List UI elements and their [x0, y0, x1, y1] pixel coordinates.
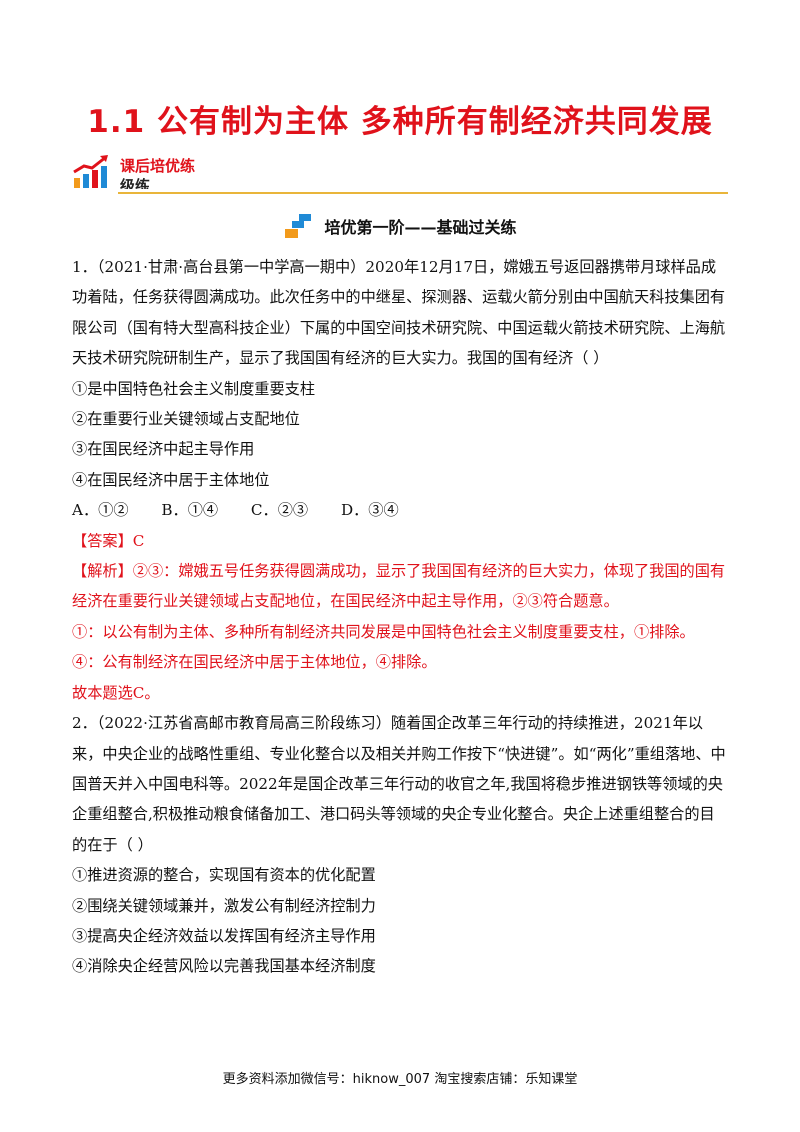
q1-analysis: ④：公有制经济在国民经济中居于主体地位，④排除。 — [72, 653, 437, 672]
section-label-line2: 级练 — [120, 177, 151, 189]
growth-chart-icon — [73, 155, 108, 188]
q1-answer: 【答案】C — [72, 531, 145, 550]
q1-analysis: ①：以公有制为主体、多种所有制经济共同发展是中国特色社会主义制度重要支柱，①排除… — [72, 622, 695, 641]
stairs-icon — [285, 214, 312, 238]
q1-options: A．①② B．①④ C．②③ D．③④ — [72, 495, 728, 525]
section-header: 课后培优练 级练 — [72, 152, 728, 196]
q2-item: ④消除央企经营风险以完善我国基本经济制度 — [72, 957, 376, 976]
q2-stem: 2．（2022·江苏省高邮市教育局高三阶段练习）随着国企改革三年行动的持续推进，… — [72, 714, 726, 854]
section-divider — [118, 192, 728, 194]
stage-heading: 培优第一阶——基础过关练 — [0, 212, 800, 248]
q1-item: ③在国民经济中起主导作用 — [72, 440, 255, 459]
section-label: 课后培优练 级练 — [120, 156, 230, 189]
q2-item: ③提高央企经济效益以发挥国有经济主导作用 — [72, 926, 376, 945]
q1-conclusion: 故本题选C。 — [72, 683, 160, 702]
q1-option-c: C．②③ — [250, 501, 309, 520]
q1-item: ①是中国特色社会主义制度重要支柱 — [72, 379, 315, 398]
document-title: 1.1 公有制为主体 多种所有制经济共同发展 — [87, 104, 713, 140]
section-label-line1: 课后培优练 — [120, 157, 196, 175]
q1-option-d: D．③④ — [340, 501, 399, 520]
q2-item: ②围绕关键领域兼并，激发公有制经济控制力 — [72, 896, 376, 915]
page-footer: 更多资料添加微信号：hiknow_007 淘宝搜索店铺：乐知课堂 — [222, 1072, 578, 1087]
q2-item: ①推进资源的整合，实现国有资本的优化配置 — [72, 866, 376, 885]
q1-option-a: A．①② — [72, 501, 129, 520]
q1-analysis: 【解析】②③：嫦娥五号任务获得圆满成功，显示了我国国有经济的巨大实力，体现了我国… — [72, 562, 726, 611]
q1-item: ④在国民经济中居于主体地位 — [72, 470, 270, 489]
q1-option-b: B．①④ — [161, 501, 219, 520]
stage-title: 培优第一阶——基础过关练 — [324, 218, 517, 237]
q1-stem: 1．（2021·甘肃·高台县第一中学高一期中）2020年12月17日，嫦娥五号返… — [72, 258, 726, 368]
question-content: 1．（2021·甘肃·高台县第一中学高一期中）2020年12月17日，嫦娥五号返… — [72, 252, 728, 982]
q1-item: ②在重要行业关键领域占支配地位 — [72, 410, 300, 429]
